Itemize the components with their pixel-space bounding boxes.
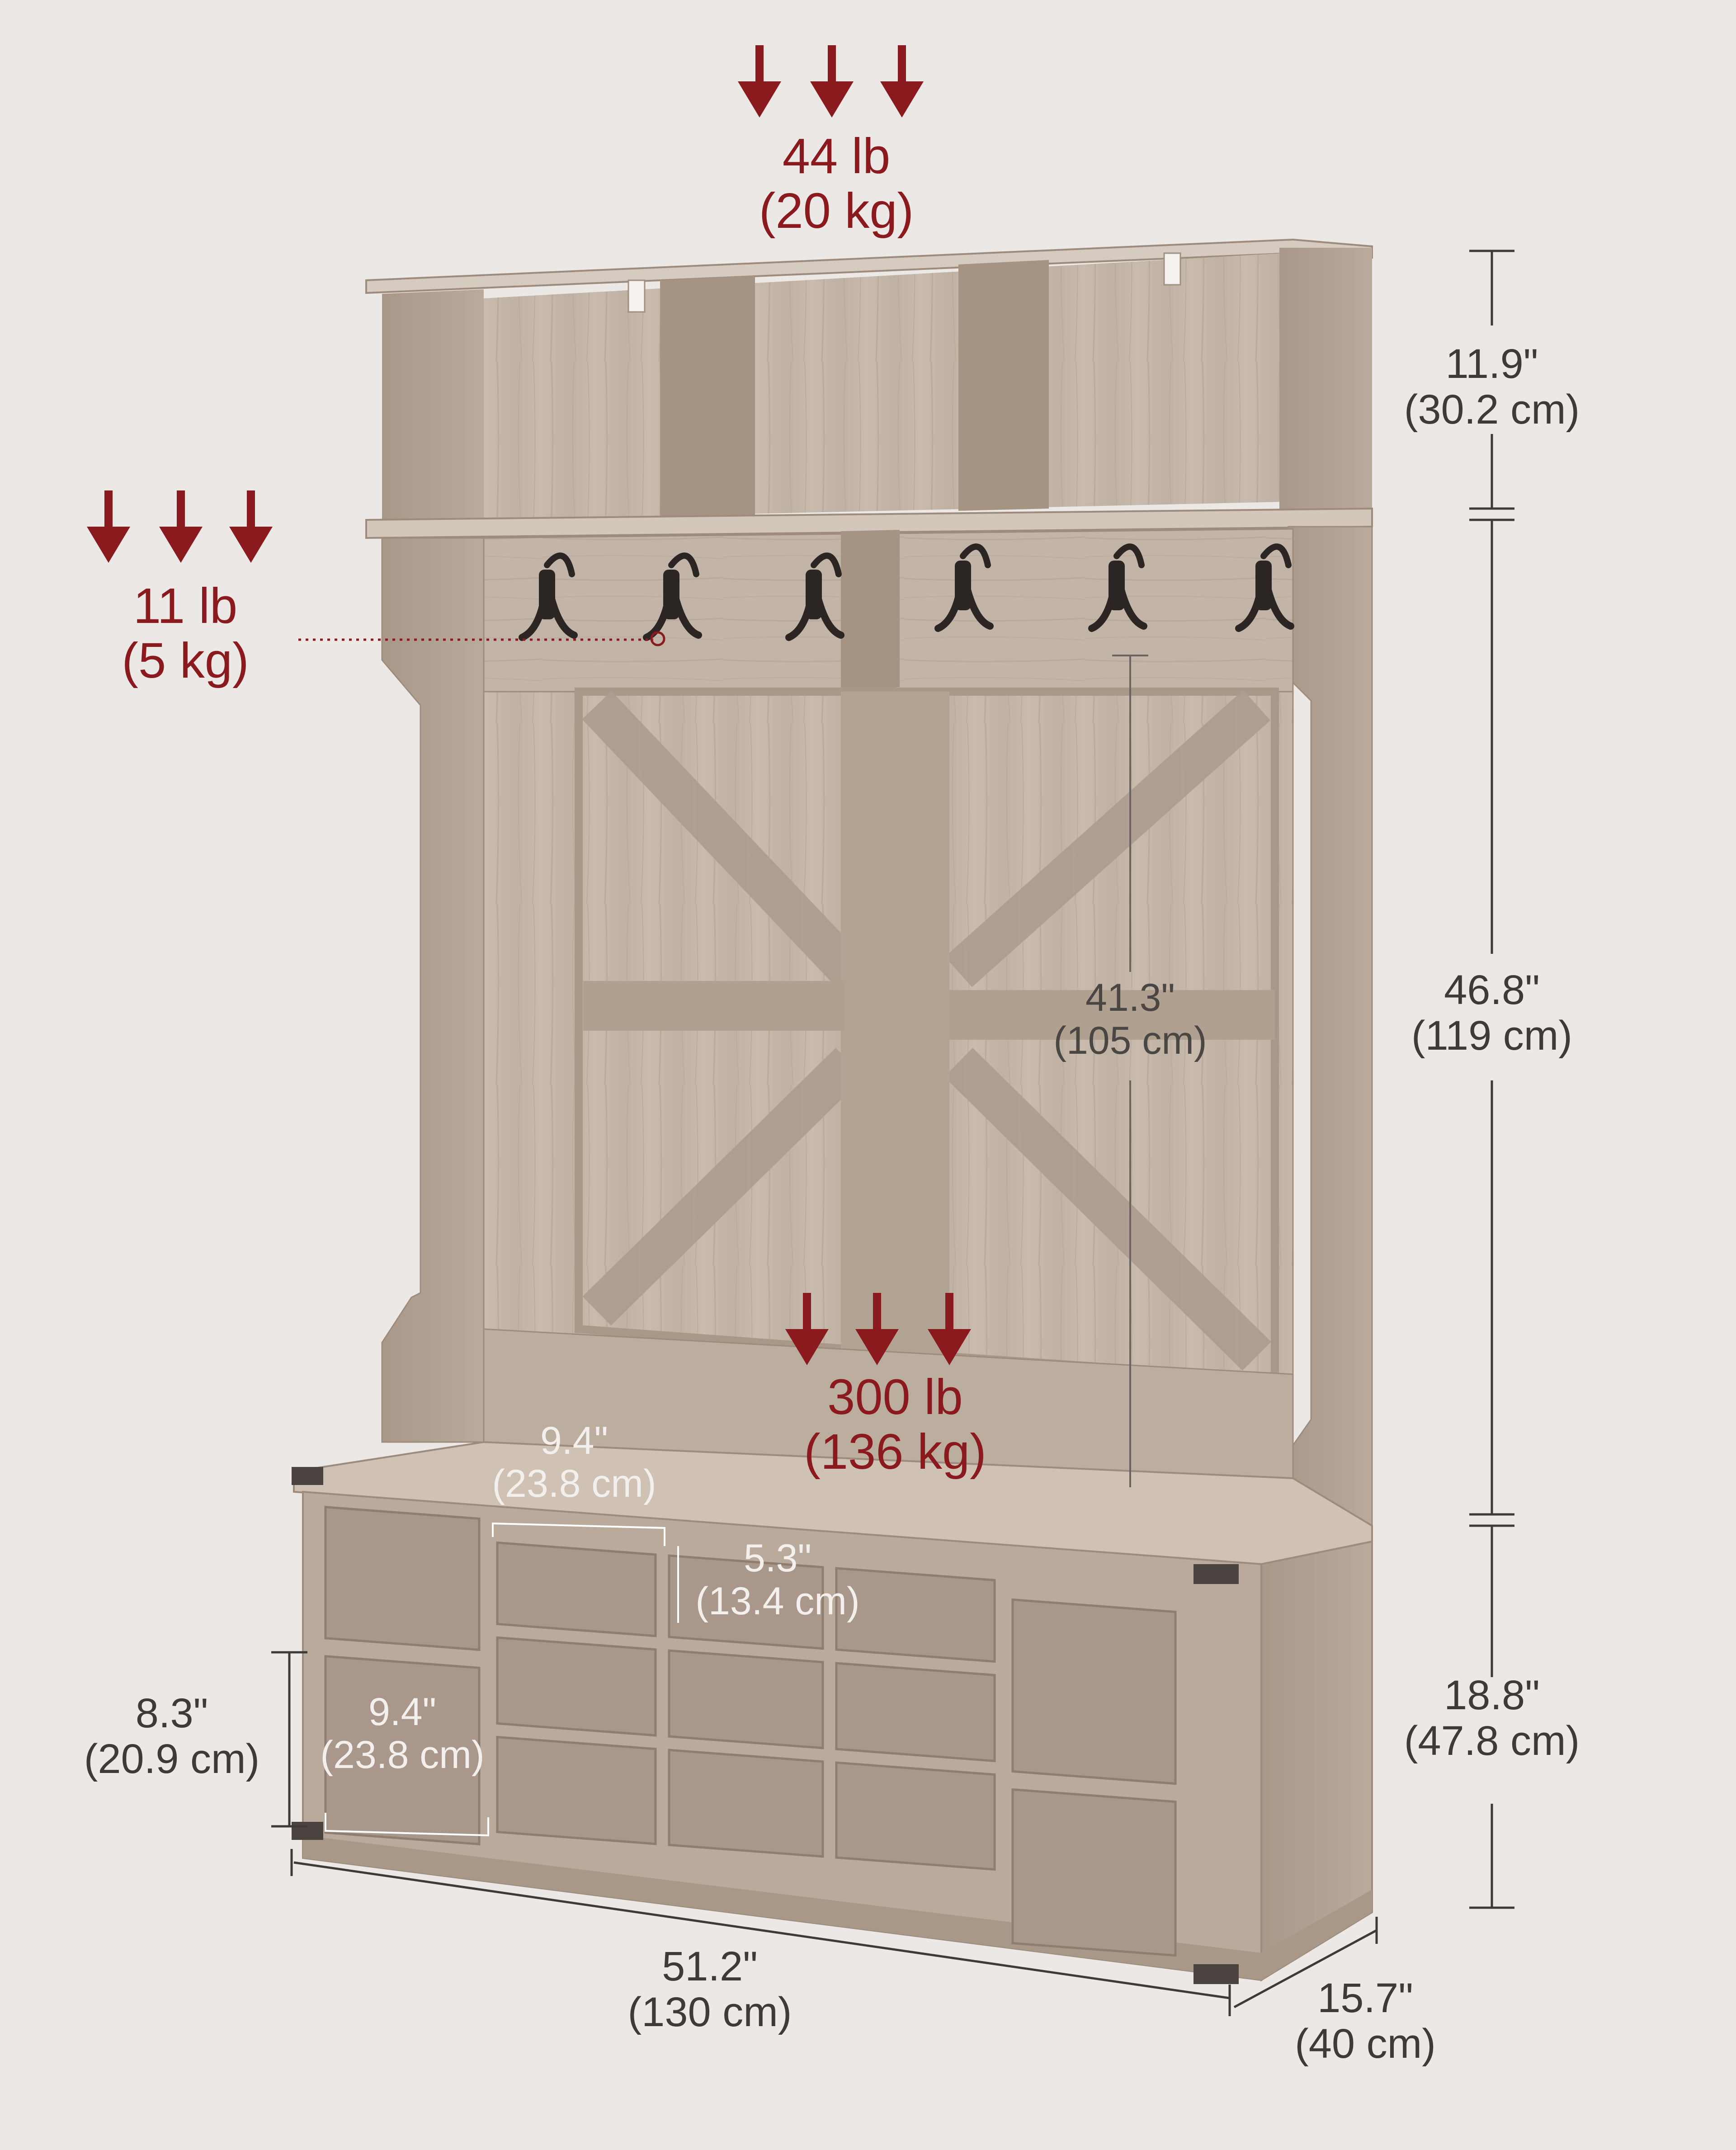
panel-height-metric: (105 cm): [1053, 1018, 1207, 1062]
cubby-opening: [496, 1636, 657, 1737]
large-cubby-width-imperial: 9.4": [540, 1419, 609, 1462]
down-arrow-icon: [229, 490, 273, 563]
left-rail-bar: [583, 981, 845, 1031]
cubby-opening: [324, 1506, 481, 1651]
cubby-opening: [496, 1735, 657, 1845]
cubby-opening: [324, 1655, 481, 1846]
cubby-opening: [835, 1567, 996, 1663]
down-arrow-icon: [159, 490, 203, 563]
middle-section: [381, 526, 1373, 1533]
side-cubby-height-imperial: 8.3": [135, 1690, 208, 1736]
down-arrow-icon: [785, 1293, 829, 1365]
cubby-opening: [835, 1662, 996, 1763]
top-back-panel: [484, 253, 1284, 520]
center-stile: [841, 692, 949, 1361]
small-cubby-height-imperial: 5.3": [743, 1537, 812, 1580]
bench-section: [292, 1441, 1373, 1984]
top-left-side: [382, 289, 484, 529]
total-width-imperial: 51.2": [662, 1943, 758, 1990]
total-width-metric: (130 cm): [627, 1989, 792, 2036]
wall-bracket-left: [627, 279, 646, 313]
top-section-height-label: 11.9" (30.2 cm): [1383, 341, 1600, 433]
coat-hook-icon: [785, 552, 844, 641]
load-arrows: [87, 45, 971, 1365]
bench-load-metric: (136 kg): [804, 1424, 986, 1480]
bench-load-imperial: 300 lb: [827, 1369, 963, 1425]
cubby-opening: [1011, 1788, 1177, 1957]
shoe-cubbies: [324, 1506, 1177, 1957]
down-arrow-icon: [87, 490, 130, 563]
top-divider-2: [958, 260, 1049, 511]
x-braces: [582, 690, 1271, 1371]
side-cubby-height-metric: (20.9 cm): [84, 1736, 260, 1782]
depth-label: 15.7" (40 cm): [1266, 1975, 1465, 2067]
hook-load-metric: (5 kg): [122, 633, 249, 688]
large-cubby-width-label: 9.4" (23.8 cm): [475, 1419, 674, 1505]
cubby-opening: [668, 1749, 824, 1858]
small-cubby-width-imperial: 9.4": [368, 1690, 437, 1734]
bench-height-label: 18.8" (47.8 cm): [1383, 1672, 1600, 1764]
corner-bracket: [1194, 1964, 1239, 1984]
rail-center-post: [841, 530, 900, 692]
corner-bracket: [292, 1467, 323, 1485]
small-cubby-height-label: 5.3" (13.4 cm): [678, 1537, 877, 1622]
depth-metric: (40 cm): [1295, 2021, 1436, 2067]
coat-hook-icon: [934, 543, 994, 632]
corner-bracket: [1194, 1564, 1239, 1584]
small-cubby-height-metric: (13.4 cm): [695, 1579, 860, 1623]
bench-load-label: 300 lb (136 kg): [769, 1370, 1022, 1479]
right-rail-bar: [949, 990, 1275, 1040]
hook-target-dot: [650, 631, 665, 646]
total-width-label: 51.2" (130 cm): [606, 1943, 814, 2036]
wall-bracket-right: [1163, 252, 1181, 286]
cubby-opening: [1011, 1598, 1177, 1785]
middle-section-height-metric: (119 cm): [1411, 1013, 1573, 1059]
top-load-metric: (20 kg): [759, 183, 914, 239]
top-section-height-metric: (30.2 cm): [1404, 387, 1580, 433]
cubby-opening: [668, 1554, 824, 1650]
top-right-side: [1279, 248, 1372, 511]
down-arrow-icon: [738, 45, 781, 118]
left-side-board: [381, 537, 485, 1443]
down-arrow-icon: [880, 45, 924, 118]
coat-hook-icon: [643, 552, 702, 641]
side-cubby-height-label: 8.3" (20.9 cm): [68, 1690, 276, 1782]
dimension-lines: [271, 250, 1514, 2016]
corner-bracket: [292, 1822, 323, 1840]
top-load-imperial: 44 lb: [782, 128, 891, 184]
depth-imperial: 15.7": [1317, 1975, 1413, 2021]
coat-hook-icon: [1235, 543, 1294, 632]
top-shelf-section: [365, 238, 1373, 539]
down-arrow-icon: [855, 1293, 899, 1365]
middle-section-height-imperial: 46.8": [1444, 967, 1540, 1013]
top-load-label: 44 lb (20 kg): [732, 129, 940, 238]
hook-load-label: 11 lb (5 kg): [86, 579, 285, 688]
panel-height-label: 41.3" (105 cm): [1026, 976, 1234, 1062]
bench-height-metric: (47.8 cm): [1404, 1718, 1580, 1764]
coat-hook-icon: [519, 552, 578, 641]
hook-load-imperial: 11 lb: [133, 578, 238, 634]
middle-section-height-label: 46.8" (119 cm): [1383, 967, 1600, 1059]
small-cubby-width-label: 9.4" (23.8 cm): [307, 1691, 497, 1776]
top-section-height-imperial: 11.9": [1445, 341, 1538, 387]
large-cubby-width-metric: (23.8 cm): [492, 1462, 656, 1505]
small-cubby-width-metric: (23.8 cm): [320, 1733, 485, 1777]
down-arrow-icon: [928, 1293, 971, 1365]
down-arrow-icon: [810, 45, 854, 118]
cubby-opening: [496, 1541, 657, 1637]
panel-height-imperial: 41.3": [1085, 976, 1175, 1019]
top-divider-1: [660, 276, 755, 522]
cubby-opening: [668, 1649, 824, 1749]
coat-hook-icon: [1088, 543, 1147, 632]
coat-hooks: [519, 543, 1294, 641]
cubby-opening: [835, 1761, 996, 1871]
bench-height-imperial: 18.8": [1444, 1672, 1540, 1718]
